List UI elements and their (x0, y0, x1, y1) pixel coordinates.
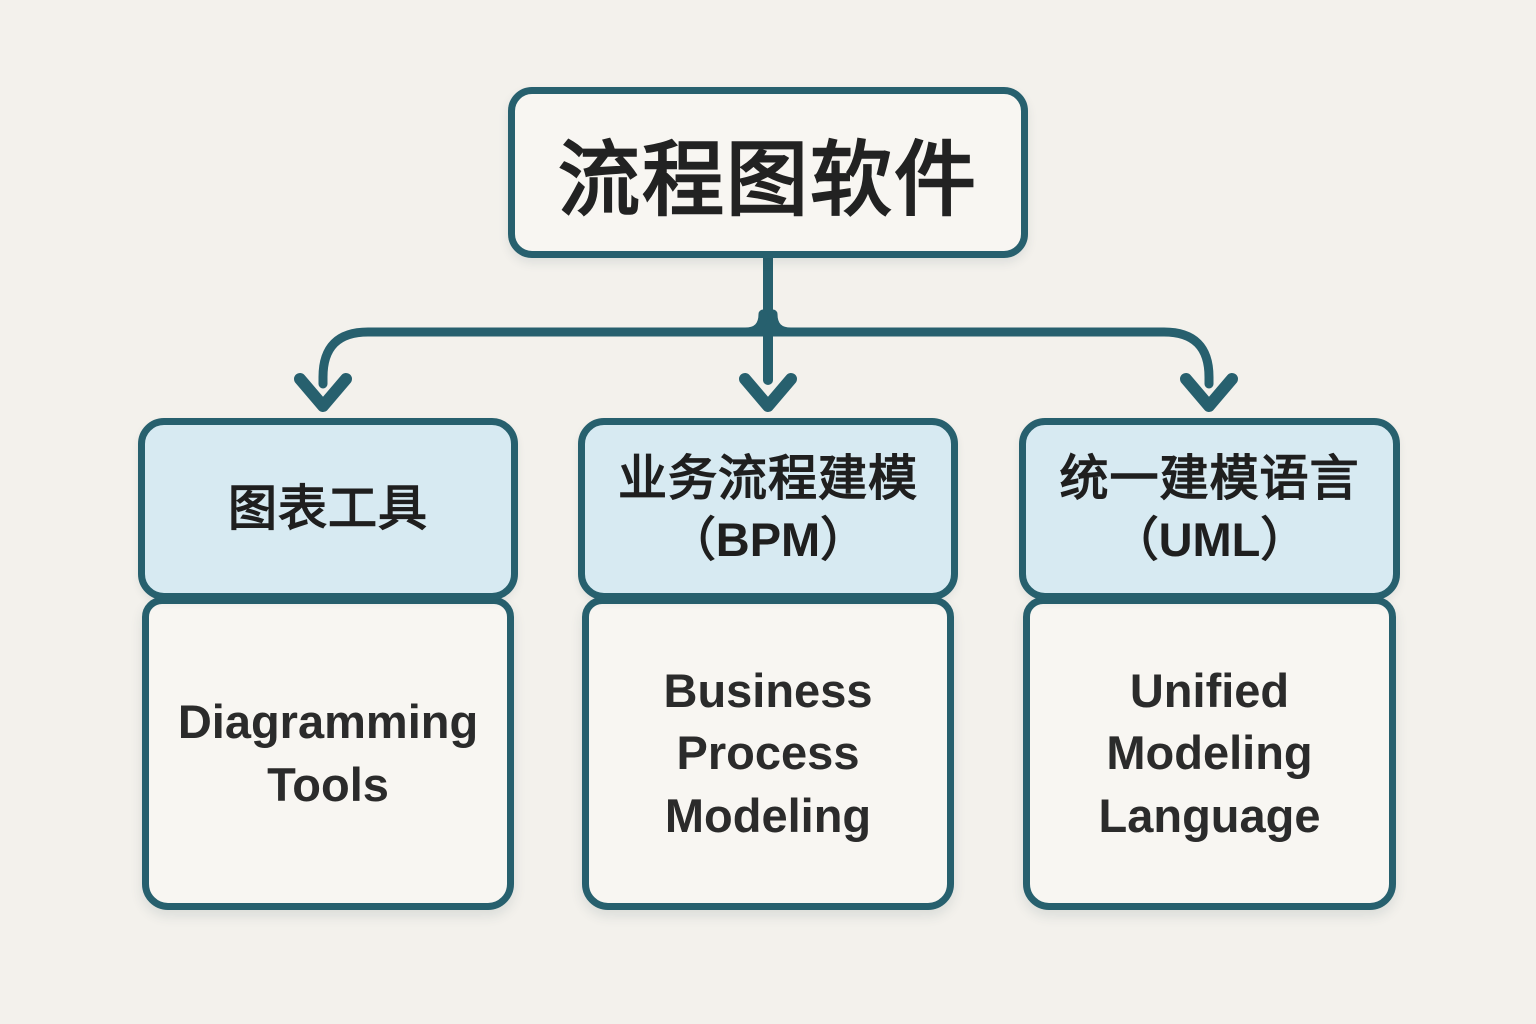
card-body: Diagramming Tools (142, 597, 514, 910)
card-diagramming-tools: 图表工具 Diagramming Tools (138, 418, 518, 910)
arrowhead-right-icon (1180, 373, 1238, 412)
card-body: Unified Modeling Language (1023, 597, 1396, 910)
card-header: 图表工具 (138, 418, 518, 600)
card-body-text: Business Process Modeling (663, 664, 873, 842)
card-body-text: Unified Modeling Language (1098, 664, 1321, 842)
branch-rail (318, 327, 1214, 389)
arrowhead-middle-icon (739, 373, 797, 412)
arrowhead-left-icon (294, 373, 352, 412)
card-header-title: 图表工具 (227, 481, 428, 536)
card-header-title: 统一建模语言 (1059, 452, 1360, 507)
root-node-flowchart-software: 流程图软件 (508, 87, 1028, 258)
junction-fillet-left (740, 309, 768, 337)
card-body-text: Diagramming Tools (177, 695, 479, 811)
card-header-subtitle: （UML） (1111, 512, 1308, 566)
junction-fillet-right (768, 309, 796, 337)
card-header: 业务流程建模 （BPM） (578, 418, 958, 600)
card-uml: 统一建模语言 （UML） Unified Modeling Language (1019, 418, 1400, 910)
card-header-title: 业务流程建模 (617, 452, 918, 507)
card-body: Business Process Modeling (582, 597, 954, 910)
card-header: 统一建模语言 （UML） (1019, 418, 1400, 600)
card-bpm: 业务流程建模 （BPM） Business Process Modeling (578, 418, 958, 910)
root-node-title: 流程图软件 (557, 135, 978, 226)
card-header-subtitle: （BPM） (668, 512, 868, 566)
